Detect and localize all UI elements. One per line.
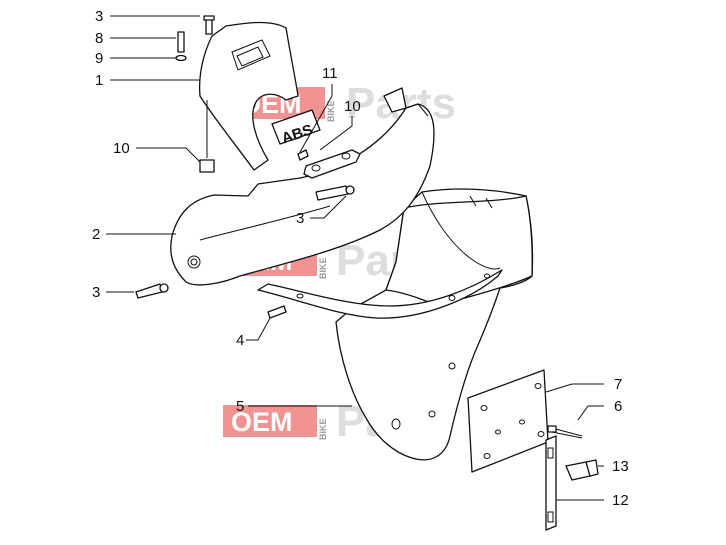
callout-labels: 3 8 9 1 11 10 10 3 2 3 4 5 7 6 13 12 [92,8,629,509]
small-bracket [303,149,361,179]
screw-part-3-middle [315,185,355,201]
callout-9: 9 [95,50,103,67]
screw-part-3-left [135,283,169,299]
svg-text:BIKE: BIKE [318,418,328,440]
top-cover-part-1: ABS [198,21,321,171]
callout-12: 12 [612,492,629,509]
screw-part-13 [565,459,599,481]
callout-6: 6 [614,398,622,415]
rear-mudguard-part-5 [257,188,534,461]
callout-3-top: 3 [95,8,103,25]
callout-3-middle: 3 [296,210,304,227]
callout-11: 11 [322,65,338,82]
callout-10-right: 10 [344,98,361,115]
callout-8: 8 [95,30,103,47]
top-screw-part-3 [203,15,215,35]
callout-2: 2 [92,226,100,243]
callout-5: 5 [236,398,244,415]
screw-part-4 [267,305,287,319]
callout-3-left: 3 [92,284,100,301]
pin-part-6 [547,425,583,439]
svg-text:BIKE: BIKE [318,257,328,279]
callout-13: 13 [612,458,629,475]
svg-text:OEM: OEM [231,407,293,437]
callout-1: 1 [95,72,103,89]
svg-text:BIKE: BIKE [326,100,336,122]
bolt-part-8 [177,31,185,53]
nut-part-10 [199,100,215,173]
strip-part-12 [545,435,557,531]
leader-lines [106,15,604,501]
plate-holder-part-7 [467,369,549,473]
callout-10-left: 10 [113,140,130,157]
washer-part-9 [175,54,187,62]
small-clip-part-11 [297,149,309,161]
fender-cover-part-2 [170,87,435,286]
callout-7: 7 [614,376,622,393]
callout-4: 4 [236,332,244,349]
